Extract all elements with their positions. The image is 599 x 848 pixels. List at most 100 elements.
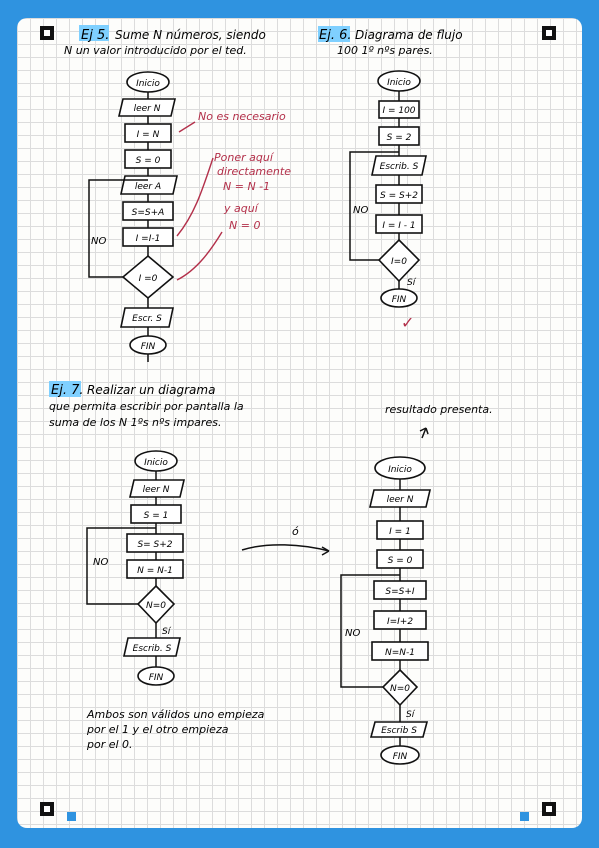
notebook-page: Ej 5. Sume N números, siendo N un valor … [17,18,582,828]
ej7-tag: Ej. 7. [51,383,84,398]
ej7-footer-line1: Ambos son válidos uno empieza [86,708,265,721]
ej7-footer-line3: por el 0. [86,738,133,751]
ej7-right-i1-label: I = 1 [389,527,411,537]
ej6-s2-node [378,126,420,146]
corner-marker-top-left [40,26,54,40]
ej7-right-condition-node [381,668,419,707]
ej5-read-a-label: leer A [135,182,161,192]
ej6-write-node [371,155,427,176]
ej7-result-note: resultado presenta. [385,403,493,416]
ej5-condition-label: I =0 [139,274,158,284]
ej6-end-node [380,288,418,308]
ej5-start-node [126,71,170,93]
ej5-s-eq-0-node [124,149,172,169]
ej5-start-label: Inicio [136,79,160,89]
ej7-right-read-n-label: leer N [387,495,414,505]
ej5-flowchart: Inicio leer N I = N S = 0 leer A S=S+A I… [88,71,178,362]
ej7-right-s-sum-label: S=S+I [385,587,415,597]
ej6-no-label: NO [353,205,368,216]
ej6-s-sum-node [375,184,423,204]
ej7-left-condition-node [136,584,176,625]
ej7-right-no-label: NO [345,628,360,639]
ej5-no-label: NO [91,236,106,247]
ej7-left-n-dec-node [126,559,184,579]
ej7-left-condition-label: N=0 [146,601,166,611]
ej7-right-flowchart: Inicio leer N I = 1 S = 0 S=S+I I=I+2 N=… [340,456,432,765]
ej6-i-dec-label: I = I - 1 [382,221,415,231]
ej5-note-put-here: Poner aquí [214,151,275,164]
ej7-left-write-node [123,637,181,657]
corner-marker-bottom-right [520,802,556,821]
ej6-i100-label: I = 100 [382,106,415,116]
ej6-flowchart: Inicio I = 100 S = 2 Escrib. S S = S+2 I… [349,70,427,332]
handwritten-notes: Ej 5. Sume N números, siendo N un valor … [40,25,556,821]
ej6-condition-label: I=0 [391,257,407,267]
ej7-title-line1: Realizar un diagrama [87,383,215,397]
ej5-end-node [129,335,167,355]
ej5-note-not-needed: No es necesario [198,110,286,123]
ej5-s-eq-0-label: S = 0 [136,156,161,166]
ej7-right-n-dec-label: N=N-1 [385,648,415,658]
ej5-s-sum-node [122,201,174,221]
ej6-s-sum-label: S = S+2 [380,191,418,201]
ej7-left-write-label: Escrib. S [133,644,172,654]
ej7-left-s-sum-node [126,533,184,553]
ej6-i100-node [378,100,420,119]
ej5-note-n-eq-0: N = 0 [229,219,260,232]
ej7-footer-line2: por el 1 y el otro empieza [86,723,229,736]
ej7-left-start-node [134,450,178,472]
ej7-left-end-label: FIN [149,673,164,683]
ej5-title-line2: N un valor introducido por el ted. [64,44,247,57]
ej7-right-n-dec-node [371,641,429,661]
ej7-right-s0-label: S = 0 [388,556,413,566]
ej6-yes-label: Sí [407,278,417,288]
ej6-start-label: Inicio [387,78,411,88]
ej5-i-eq-n-node [124,123,172,143]
ej7-highlight [49,381,81,397]
ej7-left-read-n-node [128,479,186,498]
ej5-write-label: Escr. S [132,314,162,324]
ej5-read-n-label: leer N [134,104,161,114]
ej5-note-directly: directamente [217,165,291,178]
ej5-note-and-here: y aquí [223,202,260,215]
ej7-right-i-inc-node [373,610,427,630]
corner-marker-top-right [542,26,556,40]
ej7-right-start-node [374,456,426,480]
corner-marker-bottom-left [40,802,76,821]
ej7-left-no-label: NO [93,557,108,568]
ej7-right-write-node [369,721,429,738]
ej5-i-dec-node [122,227,174,247]
ej6-write-label: Escrib. S [380,162,419,172]
ej6-title-line1: Diagrama de flujo [355,28,463,42]
ej7-left-s1-label: S = 1 [144,511,169,521]
ej7-right-i-inc-label: I=I+2 [387,617,413,627]
ej7-right-end-label: FIN [393,752,408,762]
ej7-right-s0-node [376,549,424,569]
ej5-i-dec-label: I =I-1 [136,234,161,244]
ej5-i-eq-n-label: I = N [137,130,160,140]
ej6-s2-label: S = 2 [387,133,412,143]
ej7-right-end-node [380,745,420,765]
ej7-right-s-sum-node [373,580,427,600]
ej5-s-sum-label: S=S+A [132,208,165,218]
ej6-tag: Ej. 6. [319,28,352,43]
ej7-left-yes-label: Sí [162,627,172,637]
ej7-right-condition-label: N=0 [390,684,410,694]
ej7-or-arrow: ó [241,525,330,556]
ej5-highlight [79,25,109,41]
ej6-highlight [318,26,350,42]
ej6-i-dec-node [375,214,423,234]
ej7-left-start-label: Inicio [144,458,168,468]
ej6-start-node [377,70,421,92]
ej6-end-label: FIN [392,295,407,305]
ej5-tag: Ej 5. [81,28,109,43]
ej7-title-line3: suma de los N 1ºs nºs impares. [49,416,221,429]
ej6-title-line2: 100 1º nºs pares. [337,44,433,57]
ej7-right-i1-node [376,520,424,540]
ej7-left-s-sum-label: S= S+2 [137,540,172,550]
ej5-read-n-node [117,98,177,117]
ej7-right-yes-label: Sí [406,710,416,720]
ej5-condition-node [121,254,175,300]
ej7-left-s1-node [130,504,182,524]
ej7-title-line2: que permita escribir por pantalla la [49,400,244,413]
